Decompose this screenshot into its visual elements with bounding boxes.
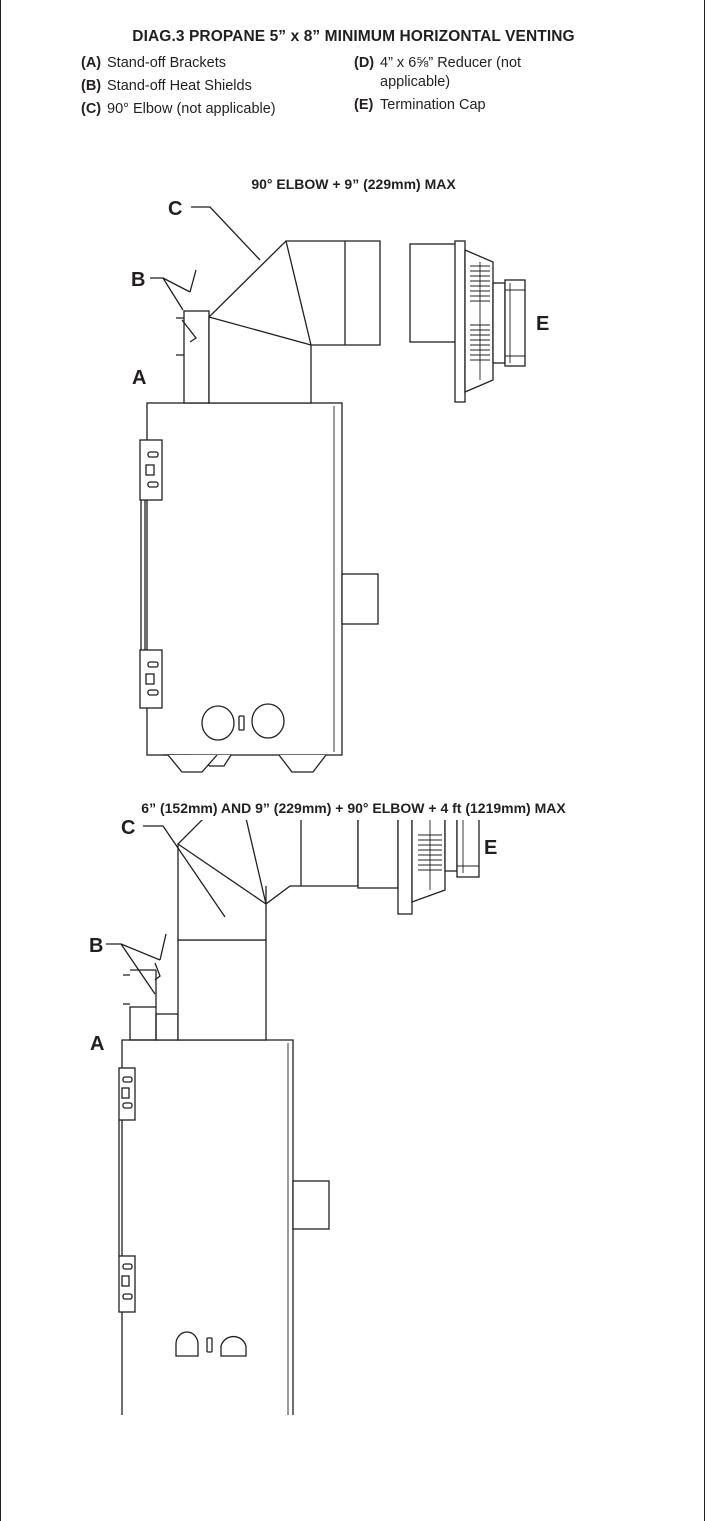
diagram-1-caption: 90° ELBOW + 9” (229mm) MAX [251,176,456,192]
vertical-pipe-section [177,939,267,1041]
door-hinge-bottom [118,1255,136,1313]
legend-item-d: (D) 4” x 6⅝” Reducer (not [354,55,521,72]
control-knob-left [201,705,235,741]
legend-key: (C) [81,101,102,117]
diagram-1: C B A E [131,198,549,773]
control-knob-right [220,1335,247,1357]
control-indicator [206,1337,213,1353]
label-e: E [536,313,549,335]
diagram-2-caption: 6” (152mm) AND 9” (229mm) + 90° ELBOW + … [141,800,566,816]
legend-text: 90° Elbow (not applicable) [107,101,276,117]
diagram-2: C B A E [89,820,497,1415]
control-knob-right [251,703,285,739]
termination-cap-e [397,820,480,915]
label-b: B [131,269,145,291]
label-e: E [484,837,497,859]
stove-foot-right [278,754,327,773]
label-c: C [121,820,135,839]
elbow-c [177,820,359,941]
label-b: B [89,935,103,957]
pipe-section-d [409,243,459,343]
bracket-tabs [123,970,157,1007]
termination-cap-e [454,240,526,403]
legend-item-b: (B) Stand-off Heat Shields [81,78,252,95]
legend-text: Stand-off Heat Shields [107,78,252,94]
legend-text: 4” x 6⅝” Reducer (not [380,55,522,71]
air-intake-pipe [292,1180,330,1230]
legend-item-d-continued: applicable) [354,74,450,91]
bracket-outline [129,1006,157,1041]
elbow-c [208,240,381,404]
elbow-seam-2 [285,240,312,346]
label-a: A [90,1033,104,1055]
diagram-title: DIAG.3 PROPANE 5” x 8” MINIMUM HORIZONTA… [132,28,575,45]
legend-item-a: (A) Stand-off Brackets [81,55,226,72]
leader-b [106,933,167,995]
standoff-bracket-a [183,310,210,404]
heat-shield-b [181,319,197,343]
leader-b [150,269,197,311]
elbow-seam-1 [208,316,312,346]
label-c: C [168,198,182,220]
legend-text: applicable) [380,74,451,90]
legend-key: (E) [354,97,374,113]
legend-item-c: (C) 90° Elbow (not applicable) [81,101,276,118]
stove-foot-left-2 [167,754,218,773]
door-hinge-top [118,1067,136,1121]
label-a: A [132,367,146,389]
air-intake-pipe [341,573,379,625]
elbow-seam-1 [177,843,267,905]
door-hinge-top [139,439,163,501]
legend-text: Termination Cap [380,97,486,113]
legend-key: (B) [81,78,102,94]
leader-c [191,206,261,261]
legend-text: Stand-off Brackets [107,55,227,71]
elbow-seam-2 [245,820,267,905]
legend-key: (D) [354,55,375,71]
leader-c [143,825,226,918]
standoff-bracket-a [155,1013,179,1041]
control-knob-left [175,1331,199,1357]
pipe-section-d [357,820,399,889]
legend-key: (A) [81,55,102,71]
door-hinge-bottom [139,649,163,709]
control-indicator [238,715,245,731]
bracket-tabs [176,317,184,356]
heat-shield-b [154,962,161,981]
stove-body [121,1039,294,1415]
legend-item-e: (E) Termination Cap [354,97,486,114]
stove-body [146,402,343,756]
